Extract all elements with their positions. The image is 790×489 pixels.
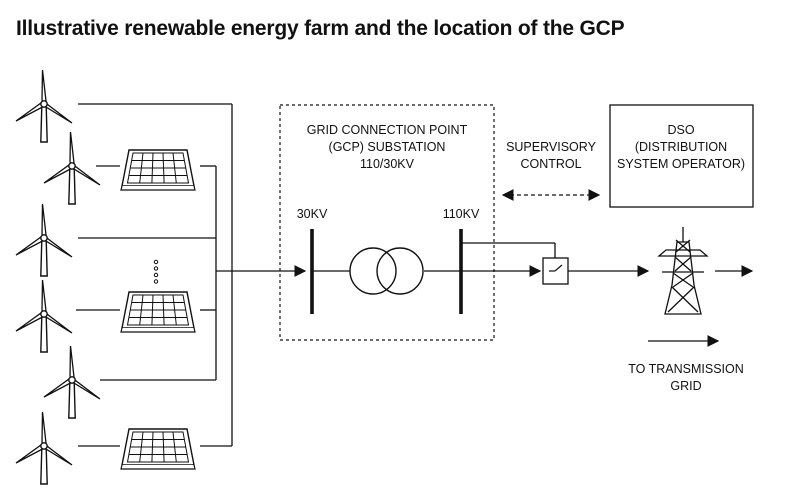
- solar-panel-icon: [120, 428, 196, 470]
- low-voltage-label: 30KV: [297, 207, 328, 221]
- wind-turbine-icon: [43, 131, 101, 205]
- transmission-label-line1: TO TRANSMISSION: [628, 362, 744, 376]
- switch-icon: [542, 257, 569, 285]
- wind-turbine-icon: [15, 203, 73, 277]
- dso-label-line3: SYSTEM OPERATOR): [617, 157, 745, 171]
- more-generators-dots: [153, 259, 159, 284]
- solar-panel-icon: [120, 291, 196, 333]
- page-title: Illustrative renewable energy farm and t…: [16, 17, 625, 40]
- dso-box: [609, 104, 754, 208]
- transformer-icon: [349, 247, 424, 295]
- substation-equipment: [310, 229, 650, 314]
- high-voltage-label: 110KV: [443, 207, 480, 221]
- wind-turbine-icon: [43, 345, 101, 419]
- supervisory-label-line2: CONTROL: [520, 157, 581, 171]
- gcp-substation-box: [279, 104, 495, 341]
- wind-turbine-icon: [15, 279, 73, 353]
- wind-turbine-icon: [15, 69, 73, 143]
- dso-label-line1: DSO: [667, 123, 694, 137]
- supervisory-label-line1: SUPERVISORY: [506, 140, 597, 154]
- transmission-label-line2: GRID: [670, 379, 701, 393]
- dso-label-line2: (DISTRIBUTION: [635, 140, 727, 154]
- transmission-tower-icon: [657, 227, 709, 315]
- wind-turbine-icon: [15, 411, 73, 485]
- collector-bus: [76, 103, 307, 447]
- gcp-label-line2: (GCP) SUBSTATION: [329, 140, 446, 154]
- gcp-label-line1: GRID CONNECTION POINT: [307, 123, 468, 137]
- gcp-label-line3: 110/30KV: [360, 157, 415, 171]
- solar-panel-icon: [120, 149, 196, 191]
